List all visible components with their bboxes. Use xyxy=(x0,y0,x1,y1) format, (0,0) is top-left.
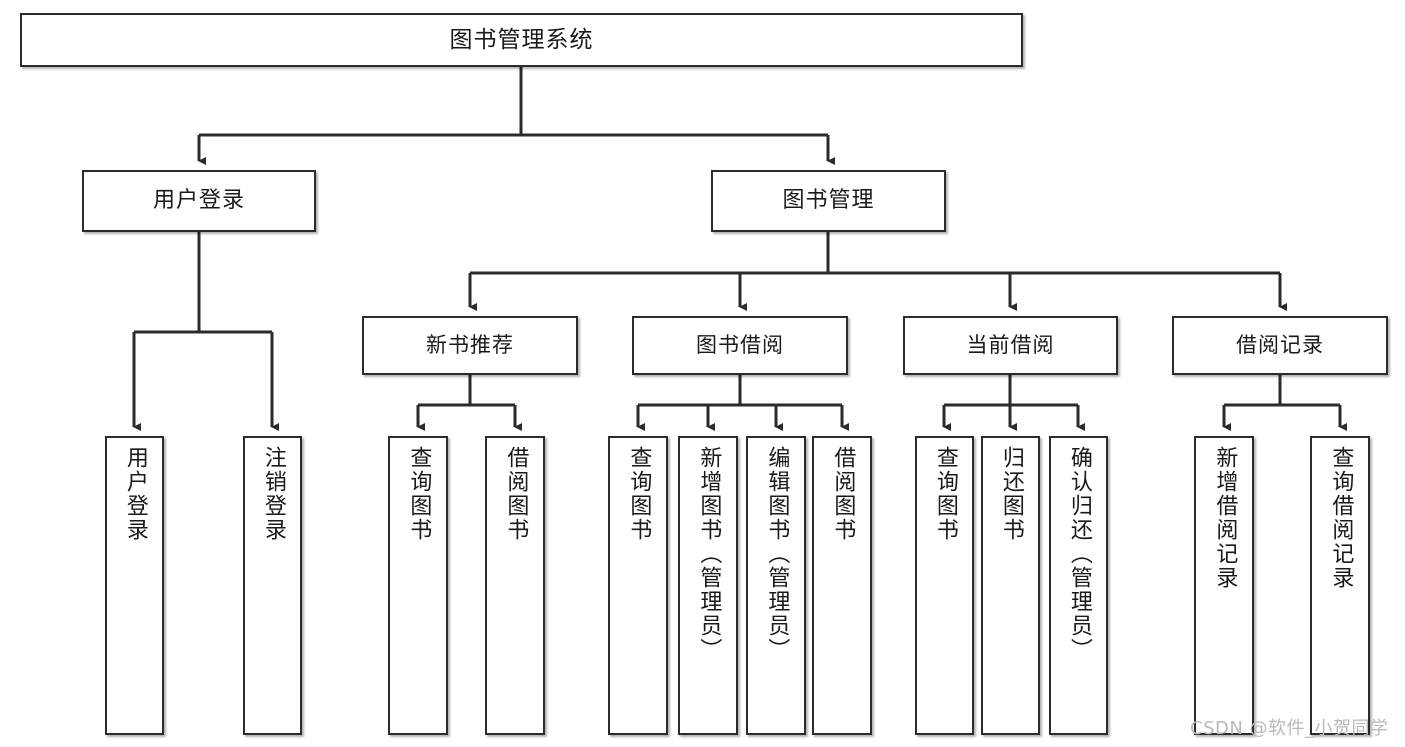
node-book-mgmt[interactable]: 图书管理 xyxy=(711,170,946,232)
node-borrow[interactable]: 图书借阅 xyxy=(632,316,848,375)
node-leaf-13[interactable]: 查询借阅记录 xyxy=(1310,436,1370,735)
connectors xyxy=(132,67,1348,432)
node-records[interactable]: 借阅记录 xyxy=(1172,316,1388,375)
node-leaf-3[interactable]: 查询图书 xyxy=(388,436,448,735)
node-leaf-1[interactable]: 用户登录 xyxy=(105,436,164,735)
node-leaf-4[interactable]: 借阅图书 xyxy=(485,436,545,735)
node-label: 查询图书 xyxy=(626,446,652,542)
node-leaf-7[interactable]: 编辑图书（管理员） xyxy=(746,436,806,735)
node-label: 用户登录 xyxy=(152,188,245,214)
node-current[interactable]: 当前借阅 xyxy=(903,316,1118,375)
node-label: 归还图书 xyxy=(998,446,1024,542)
node-label: 当前借阅 xyxy=(966,333,1055,358)
node-leaf-6[interactable]: 新增图书（管理员） xyxy=(678,436,738,735)
node-leaf-10[interactable]: 归还图书 xyxy=(981,436,1040,735)
node-label: 图书借阅 xyxy=(696,333,784,358)
node-leaf-2[interactable]: 注销登录 xyxy=(243,436,302,735)
node-label: 编辑图书（管理员） xyxy=(764,446,790,662)
node-label: 借阅图书 xyxy=(830,446,856,542)
node-leaf-9[interactable]: 查询图书 xyxy=(915,436,974,735)
node-label: 图书管理系统 xyxy=(449,26,594,53)
node-label: 查询图书 xyxy=(932,446,958,542)
node-label: 新书推荐 xyxy=(426,333,514,358)
node-label: 借阅记录 xyxy=(1236,333,1324,358)
node-label: 新增图书（管理员） xyxy=(696,446,722,662)
node-leaf-5[interactable]: 查询图书 xyxy=(608,436,668,735)
node-user-login[interactable]: 用户登录 xyxy=(82,170,316,232)
node-label: 新增借阅记录 xyxy=(1212,446,1238,590)
node-label: 查询图书 xyxy=(406,446,432,542)
node-leaf-11[interactable]: 确认归还（管理员） xyxy=(1049,436,1108,735)
node-label: 确认归还（管理员） xyxy=(1066,446,1092,662)
node-label: 用户登录 xyxy=(122,446,148,542)
node-new-rec[interactable]: 新书推荐 xyxy=(362,316,578,375)
node-leaf-12[interactable]: 新增借阅记录 xyxy=(1194,436,1254,735)
node-label: 注销登录 xyxy=(260,446,286,542)
node-root[interactable]: 图书管理系统 xyxy=(20,13,1023,67)
node-label: 图书管理 xyxy=(782,188,875,214)
node-label: 借阅图书 xyxy=(503,446,529,542)
node-label: 查询借阅记录 xyxy=(1328,446,1354,590)
node-leaf-8[interactable]: 借阅图书 xyxy=(812,436,872,735)
